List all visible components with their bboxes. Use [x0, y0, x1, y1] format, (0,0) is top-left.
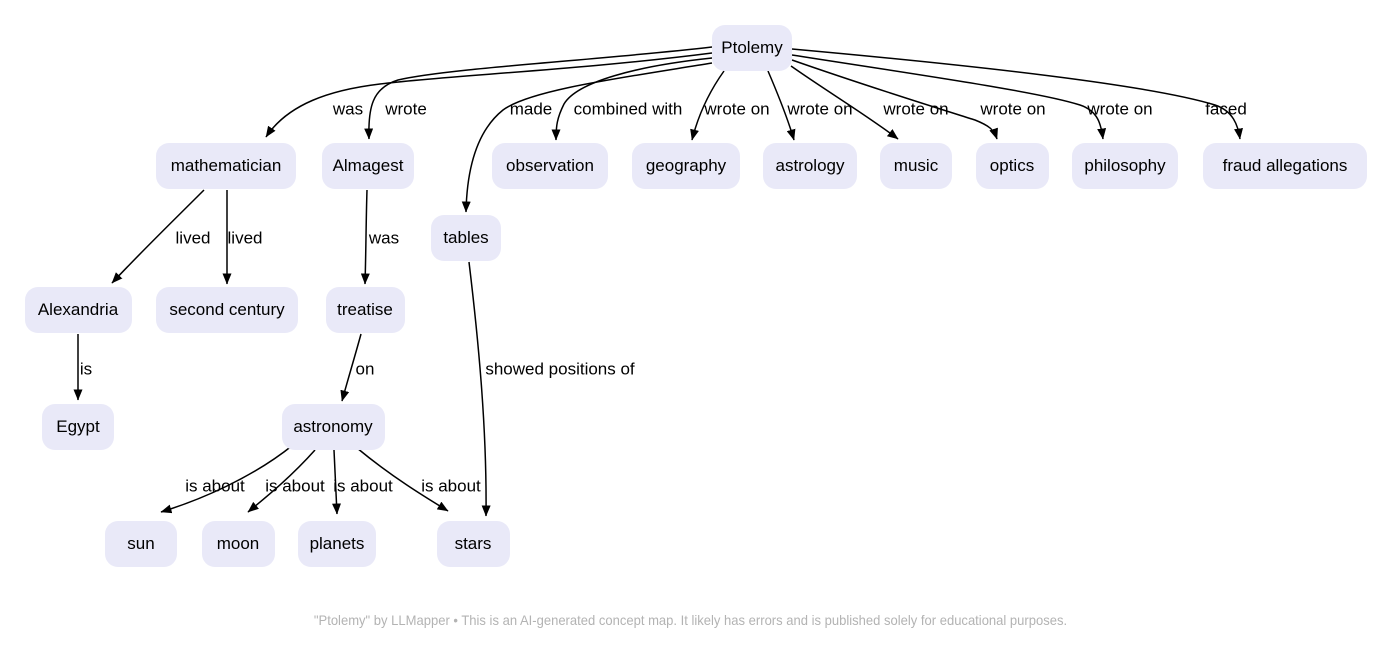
- edge-label-mathematician-to-second-century: lived: [227, 228, 263, 248]
- edge-label-ptolemy-to-geography: wrote on: [704, 99, 770, 119]
- node-egypt: Egypt: [42, 404, 114, 450]
- edge-label-astronomy-to-sun: is about: [185, 476, 245, 496]
- edge-astronomy-to-stars: [356, 447, 449, 512]
- edge-label-tables-to-stars: showed positions of: [485, 359, 635, 379]
- node-sun: sun: [105, 521, 177, 567]
- edge-label-astronomy-to-stars: is about: [421, 476, 481, 496]
- edge-astronomy-to-moon: [247, 449, 316, 513]
- edge-label-ptolemy-to-optics: wrote on: [980, 99, 1046, 119]
- node-astrology: astrology: [763, 143, 857, 189]
- edge-ptolemy-to-fraud-allegations: [791, 48, 1243, 140]
- edge-label-astronomy-to-planets: is about: [333, 476, 393, 496]
- node-ptolemy: Ptolemy: [712, 25, 792, 71]
- edge-label-ptolemy-to-philosophy: wrote on: [1087, 99, 1153, 119]
- edge-label-ptolemy-to-music: wrote on: [883, 99, 949, 119]
- edge-label-ptolemy-to-tables: made: [509, 99, 553, 119]
- edge-astronomy-to-sun: [160, 444, 294, 514]
- edge-treatise-to-astronomy: [340, 333, 362, 402]
- node-almagest: Almagest: [322, 143, 414, 189]
- node-second-century: second century: [156, 287, 298, 333]
- node-alexandria: Alexandria: [24, 287, 132, 333]
- edge-almagest-to-treatise: [360, 189, 370, 285]
- edge-label-ptolemy-to-astrology: wrote on: [787, 99, 853, 119]
- edge-ptolemy-to-almagest: [364, 46, 713, 140]
- node-geography: geography: [632, 143, 740, 189]
- edge-label-ptolemy-to-mathematician: was: [332, 99, 364, 119]
- edge-ptolemy-to-mathematician: [265, 52, 713, 138]
- node-stars: stars: [436, 521, 510, 567]
- edge-ptolemy-to-optics: [791, 59, 998, 140]
- node-treatise: treatise: [325, 287, 405, 333]
- edge-ptolemy-to-music: [790, 65, 899, 140]
- node-optics: optics: [975, 143, 1049, 189]
- node-music: music: [880, 143, 952, 189]
- footer-attribution: "Ptolemy" by LLMapper • This is an AI-ge…: [313, 612, 1068, 628]
- edge-label-ptolemy-to-fraud-allegations: faced: [1205, 99, 1247, 119]
- edge-ptolemy-to-tables: [461, 62, 713, 213]
- edge-ptolemy-to-geography: [690, 70, 725, 141]
- edge-tables-to-stars: [468, 261, 491, 517]
- edge-astronomy-to-planets: [332, 449, 342, 515]
- edge-label-mathematician-to-alexandria: lived: [175, 228, 211, 248]
- edge-label-astronomy-to-moon: is about: [265, 476, 325, 496]
- node-observation: observation: [492, 143, 608, 189]
- edge-label-ptolemy-to-almagest: wrote: [385, 99, 427, 119]
- edge-ptolemy-to-observation: [551, 57, 713, 141]
- edge-label-ptolemy-to-observation: combined with: [573, 99, 683, 119]
- edge-label-almagest-to-treatise: was: [368, 228, 400, 248]
- node-astronomy: astronomy: [281, 404, 385, 450]
- node-philosophy: philosophy: [1072, 143, 1178, 189]
- edge-ptolemy-to-philosophy: [791, 54, 1107, 140]
- edge-label-alexandria-to-egypt: is: [79, 359, 93, 379]
- node-tables: tables: [431, 215, 501, 261]
- node-moon: moon: [201, 521, 275, 567]
- edge-ptolemy-to-astrology: [767, 70, 796, 141]
- node-fraud-allegations: fraud allegations: [1203, 143, 1367, 189]
- edge-mathematician-to-alexandria: [111, 189, 205, 284]
- node-planets: planets: [298, 521, 376, 567]
- node-mathematician: mathematician: [156, 143, 296, 189]
- edge-label-treatise-to-astronomy: on: [355, 359, 375, 379]
